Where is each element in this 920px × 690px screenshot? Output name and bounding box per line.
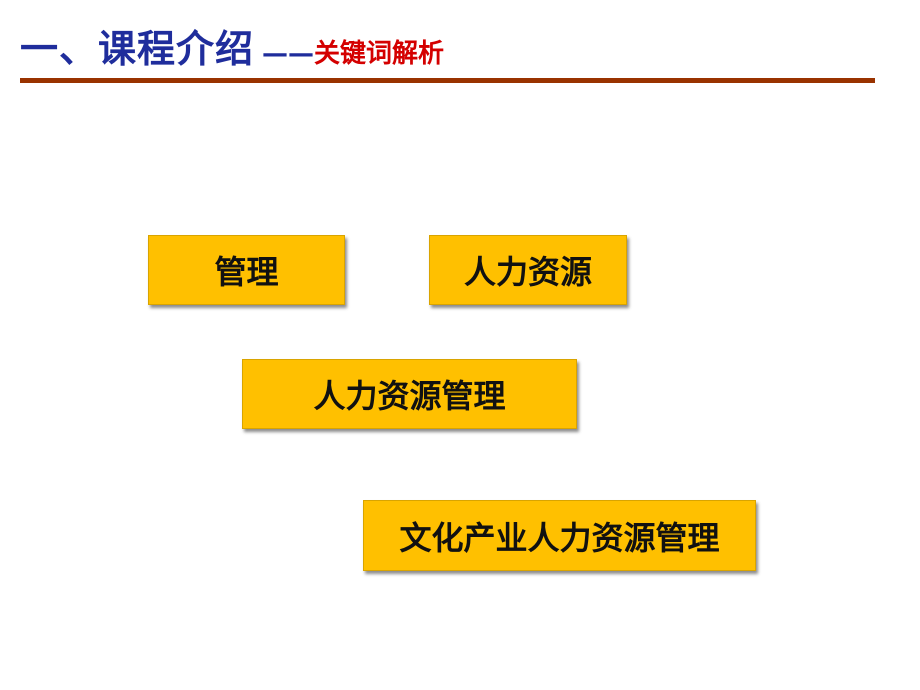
keyword-box-management: 管理	[148, 235, 345, 305]
keyword-box-hr-management: 人力资源管理	[242, 359, 577, 429]
keyword-label: 管理	[214, 253, 279, 291]
keyword-box-cultural-industry-hrm: 文化产业人力资源管理	[363, 500, 756, 571]
keyword-label: 人力资源管理	[313, 377, 506, 415]
title-dash: ——	[262, 39, 315, 69]
keyword-label: 人力资源	[463, 253, 592, 291]
title-subtitle: 关键词解析	[314, 39, 445, 69]
slide-title: 一、课程介绍 —— 关键词解析	[20, 18, 445, 71]
title-underline-divider	[20, 78, 875, 83]
keyword-box-human-resources: 人力资源	[429, 235, 627, 305]
title-main-text: 一、课程介绍	[20, 27, 255, 71]
keyword-label: 文化产业人力资源管理	[399, 518, 720, 557]
